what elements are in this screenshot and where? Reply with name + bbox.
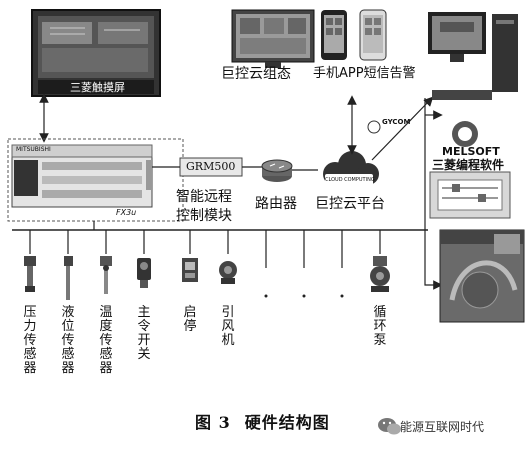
grm500-line1: 智能远程 bbox=[176, 189, 232, 205]
cloud-pc-link bbox=[371, 96, 434, 161]
mobile-app-label: 手机APP短信告警 bbox=[313, 66, 416, 81]
software-package bbox=[439, 229, 525, 323]
hmi-touch-screen bbox=[31, 9, 161, 97]
figure-title: 硬件结构图 bbox=[244, 413, 330, 432]
gycom-label: GYCOM bbox=[382, 118, 411, 126]
level-sensor-icon bbox=[64, 256, 73, 300]
cloud-config-label: 巨控云组态 bbox=[221, 66, 291, 82]
cloud-icon bbox=[323, 151, 379, 186]
device-label-pump: 循环泵 bbox=[373, 305, 387, 348]
contactor-icon bbox=[182, 258, 198, 282]
device-label-fan: 引风机 bbox=[221, 305, 235, 348]
router-icon bbox=[261, 159, 293, 182]
cloud-platform-label: 巨控云平台 bbox=[315, 196, 385, 212]
cloud-badge: CLOUD COMPUTING bbox=[325, 177, 375, 183]
pump-icon bbox=[370, 256, 390, 292]
monitor-icon bbox=[231, 9, 315, 68]
device-label-switch: 主令开关 bbox=[137, 305, 151, 362]
plc-body bbox=[11, 144, 153, 208]
grm500-line2: 控制模块 bbox=[176, 208, 232, 224]
gycom-badge bbox=[367, 120, 381, 134]
ellipsis-dots bbox=[264, 294, 344, 298]
pc-software-link bbox=[424, 98, 443, 290]
grm500-box-label: GRM500 bbox=[186, 160, 236, 173]
device-label-temperature: 温度传感器 bbox=[99, 305, 113, 376]
figure-number: 图 3 bbox=[195, 413, 231, 432]
router-label: 路由器 bbox=[255, 196, 297, 212]
plc-frame bbox=[7, 138, 184, 222]
device-label-startstop: 启停 bbox=[183, 305, 197, 334]
plc-brand-label: MITSUBISHI bbox=[16, 146, 51, 153]
phone-icon bbox=[321, 10, 347, 60]
wechat-icon bbox=[378, 418, 401, 435]
hmi-caption: 三菱触摸屏 bbox=[70, 81, 125, 94]
fan-motor-icon bbox=[219, 261, 237, 284]
device-label-pressure: 压力传感器 bbox=[23, 305, 37, 376]
plc-model-label: FX3u bbox=[116, 208, 137, 217]
melsoft-logo-text: MELSOFT bbox=[442, 145, 500, 158]
bus-drops bbox=[29, 230, 381, 268]
desktop-pc-icon bbox=[428, 12, 518, 100]
pressure-sensor-icon bbox=[24, 256, 36, 292]
device-label-level: 液位传感器 bbox=[61, 305, 75, 376]
melsoft-label: 三菱编程软件 bbox=[432, 158, 505, 172]
phone-icon-2 bbox=[359, 9, 387, 61]
watermark-text: 能源互联网时代 bbox=[400, 420, 485, 434]
melsoft-panel bbox=[429, 121, 511, 219]
temperature-sensor-icon bbox=[100, 256, 112, 294]
switch-icon bbox=[137, 258, 151, 288]
figure-caption: 图 3 硬件结构图 bbox=[195, 409, 344, 433]
